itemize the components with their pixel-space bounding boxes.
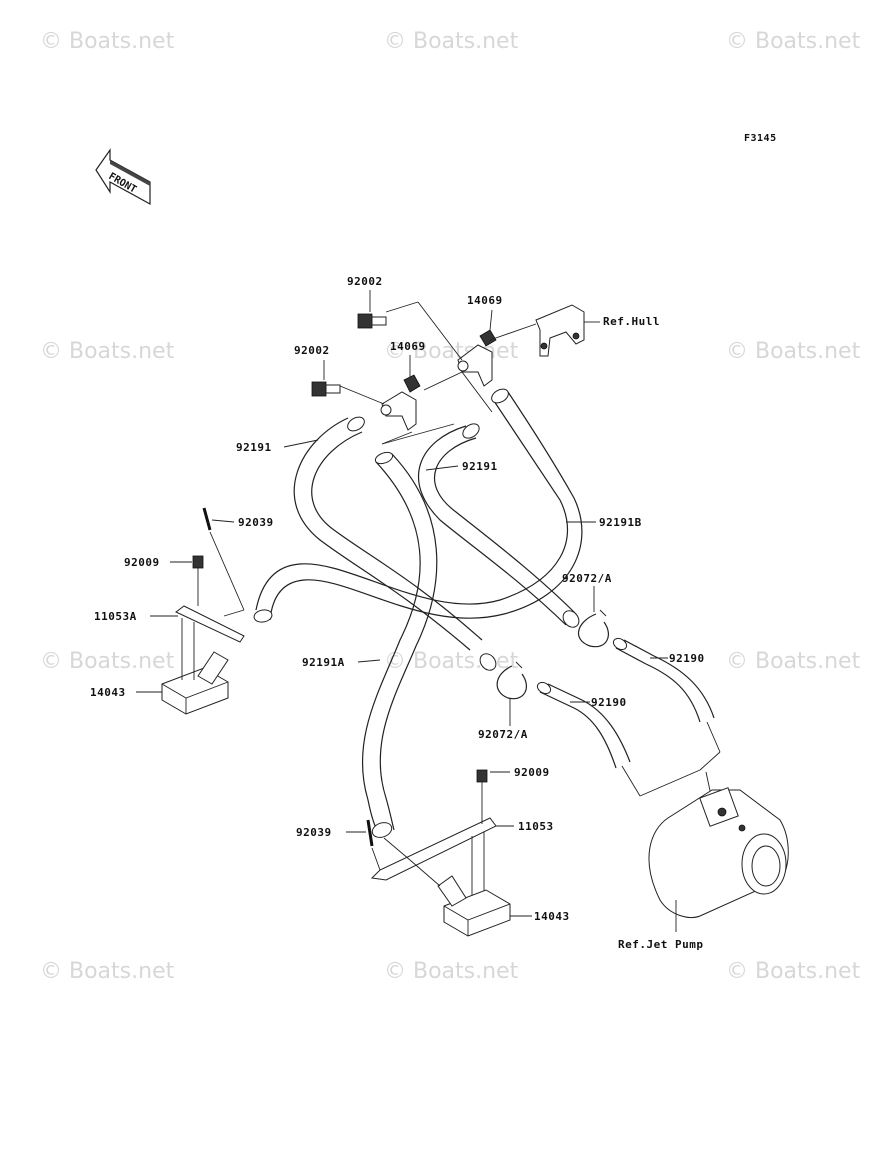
bracket-11053: [370, 769, 497, 902]
hose-92190-left: [536, 681, 631, 769]
hull-bracket: [535, 304, 585, 357]
label-92191: 92191: [462, 460, 498, 473]
label-92191A: 92191A: [302, 656, 345, 669]
filter-14043-left: [161, 651, 229, 715]
label-92002: 92002: [347, 275, 383, 288]
hose-92191-right: [417, 423, 580, 628]
clamp-92072-lower: [496, 661, 527, 700]
bolt-92002-upper: [357, 313, 387, 329]
leader-lines: [323, 290, 600, 445]
fitting-14069-lower: [380, 374, 421, 431]
label-11053A: 11053A: [94, 610, 137, 623]
label-92009: 92009: [124, 556, 160, 569]
label-92190: 92190: [669, 652, 705, 665]
figure-code: F3145: [744, 133, 777, 144]
bolt-92039-right: [366, 819, 381, 871]
watermark: © Boats.net: [726, 29, 861, 54]
bolt-92002-lower: [311, 381, 341, 397]
label-92009: 92009: [514, 766, 550, 779]
filter-14043-right: [437, 875, 511, 937]
watermark: © Boats.net: [384, 339, 519, 364]
watermark: © Boats.net: [384, 29, 519, 54]
label-92039: 92039: [238, 516, 274, 529]
hose-92191-left: [293, 416, 497, 671]
label-92072-a: 92072/A: [478, 728, 528, 741]
watermark: © Boats.net: [726, 649, 861, 674]
label-92190: 92190: [591, 696, 627, 709]
watermark: © Boats.net: [726, 959, 861, 984]
watermark: © Boats.net: [384, 959, 519, 984]
label-92039: 92039: [296, 826, 332, 839]
hose-92190-right: [612, 637, 721, 753]
label-14069: 14069: [467, 294, 503, 307]
label-14069: 14069: [390, 340, 426, 353]
leader-lines-lower: [383, 837, 441, 887]
clamp-92072-upper: [578, 609, 609, 648]
watermark: © Boats.net: [40, 959, 175, 984]
label-11053: 11053: [518, 820, 554, 833]
label-ref-jet-pump: Ref.Jet Pump: [618, 938, 703, 951]
bolt-92039-left: [202, 507, 245, 617]
watermark: © Boats.net: [384, 649, 519, 674]
front-arrow-icon: FRONT: [95, 148, 151, 206]
fitting-14069-upper: [457, 329, 497, 387]
watermark: © Boats.net: [40, 339, 175, 364]
label-ref-hull: Ref.Hull: [603, 315, 660, 328]
watermark: © Boats.net: [40, 649, 175, 674]
watermarks: © Boats.net © Boats.net © Boats.net © Bo…: [40, 29, 861, 984]
label-92191B: 92191B: [599, 516, 642, 529]
label-leaders: [136, 439, 668, 917]
watermark: © Boats.net: [726, 339, 861, 364]
label-92072-a: 92072/A: [562, 572, 612, 585]
label-14043: 14043: [90, 686, 126, 699]
hose-92191-center: [361, 451, 438, 838]
bracket-11053A: [175, 555, 245, 680]
leader-lines-pump: [621, 751, 721, 801]
jet-pump: [648, 787, 789, 932]
label-92002: 92002: [294, 344, 330, 357]
label-14043: 14043: [534, 910, 570, 923]
watermark: © Boats.net: [40, 29, 175, 54]
label-92191: 92191: [236, 441, 272, 454]
hose-92191B: [253, 388, 583, 623]
